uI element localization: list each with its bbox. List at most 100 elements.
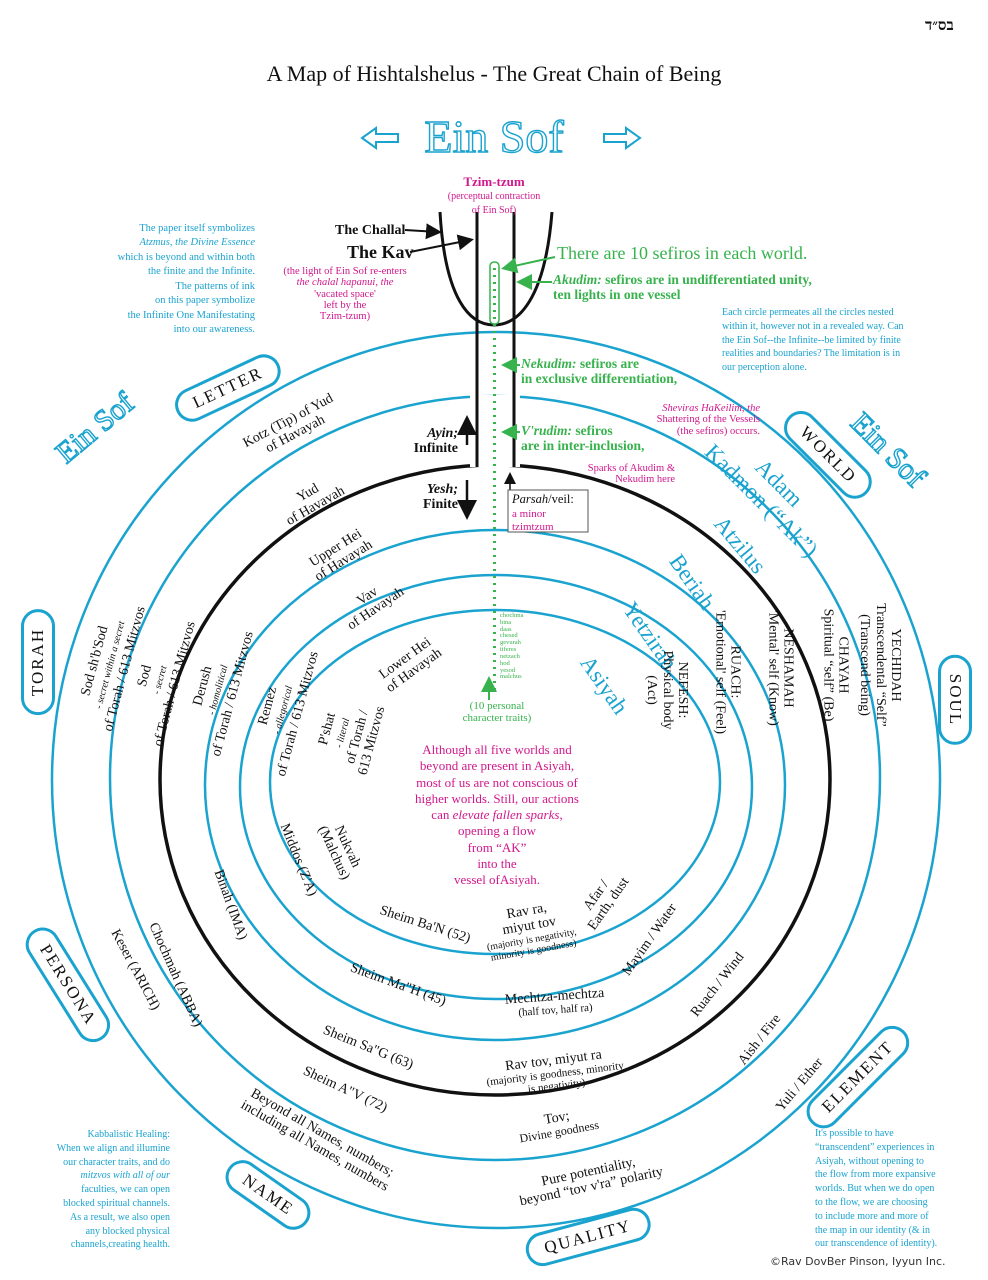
- ayin-label: Ayin;Infinite: [400, 426, 458, 456]
- akudim-note: Akudim: sefiros are in undifferentiated …: [553, 272, 812, 302]
- center-note-line: opening a flow: [458, 823, 536, 839]
- soul-text: Spiritual “self” (Be): [820, 608, 835, 722]
- trait: gevurah: [500, 639, 521, 647]
- permeates-note: Each circle permeates all the circles ne…: [722, 306, 904, 375]
- category-torah: TORAH: [21, 608, 55, 716]
- tzimtzum: Tzim-tzum (perceptual contraction of Ein…: [394, 174, 594, 217]
- parsah-text: a minor: [512, 507, 546, 520]
- soul-nefesh: NEFESH:Physical body(Act): [644, 651, 690, 730]
- ten-sefiros-arrow: [501, 256, 556, 274]
- note-line: the Ein Sof--the Infinite--be limited by…: [722, 334, 901, 346]
- traits-caption-line: (10 personal: [469, 700, 525, 712]
- sparks-line: Sparks of Akudim &: [587, 463, 675, 474]
- trait: yesod: [500, 666, 516, 674]
- ein-sof-heading: Ein Sof: [424, 111, 565, 162]
- soul-text: NEFESH:: [675, 661, 691, 719]
- note-line: realities and boundaries? The limitation…: [722, 348, 901, 360]
- vrudim-note: V'rudim: sefiros are in inter-inclusion,: [521, 423, 645, 453]
- soul-text: Transcendental “Self”: [872, 603, 888, 727]
- trait: tiferes: [500, 646, 517, 654]
- note-line: within it, however not in a revealed way…: [722, 320, 904, 332]
- soul-ruach: RUACH:'Emotional' self (Feel): [712, 609, 743, 735]
- center-note-line: most of us are not conscious of: [416, 774, 578, 790]
- kav-note: (the light of Ein Sof re-enters the chal…: [260, 266, 430, 323]
- yesh-text: Finite: [423, 497, 458, 513]
- note-line: the Infinite One Manifestating: [127, 309, 255, 321]
- sparks-note: Sparks of Akudim & Nekudim here: [540, 463, 675, 486]
- note-line: faculties, we can open: [81, 1184, 170, 1196]
- note-line: When we align and illumine: [56, 1142, 170, 1154]
- note-line: “transcendent” experiences in: [815, 1141, 935, 1153]
- trait: chochma: [500, 612, 524, 619]
- ein-sof-arrows: [360, 126, 642, 150]
- soul-text: 'Emotional' self (Feel): [712, 609, 727, 735]
- note-line: the map in our identity (& in: [815, 1224, 930, 1236]
- paper-note: The paper itself symbolizes Atzmus, the …: [80, 222, 255, 338]
- healing-note: Kabbalistic Healing: When we align and i…: [20, 1128, 170, 1252]
- center-note-line: can: [431, 807, 453, 822]
- bsd-mark: בס״ד: [925, 18, 954, 34]
- soul-text: RUACH:: [727, 645, 743, 699]
- nekudim-note: Nekudim: sefiros are in exclusive differ…: [521, 356, 678, 386]
- center-note-line: from “AK”: [467, 839, 527, 855]
- copyright: ©Rav DovBer Pinson, Iyyun Inc.: [770, 1255, 946, 1268]
- soul-text: CHAYAH: [835, 636, 851, 694]
- asiyah-center-note: Although all five worlds and beyond are …: [387, 742, 607, 888]
- sheviras-line: Sheviras HaKeilim, the: [662, 403, 760, 414]
- trait: netzach: [500, 652, 520, 660]
- note-line: into our awareness.: [173, 324, 255, 336]
- note-line: any blocked physical: [85, 1225, 170, 1237]
- parsah-term: Parsah: [512, 492, 549, 506]
- nekudim-text: sefiros are: [576, 356, 639, 371]
- tzimtzum-title: Tzim-tzum: [463, 174, 525, 189]
- trait: malchus: [500, 673, 522, 681]
- kav-note-line: 'vacated space': [314, 288, 376, 300]
- note-line: to include more and more of: [815, 1210, 929, 1222]
- vrudim-text: are in inter-inclusion,: [521, 437, 645, 453]
- kav-note-line: (the light of Ein Sof re-enters: [283, 266, 407, 277]
- soul-text: Physical body: [659, 650, 675, 730]
- tzimtzum-sub: (perceptual contraction: [447, 191, 541, 203]
- note-line: mitzvos with all of our: [80, 1170, 170, 1182]
- note-line: Kabbalistic Healing:: [87, 1129, 170, 1140]
- trait: chesed: [500, 632, 518, 640]
- note-line: channels,creating health.: [70, 1239, 170, 1251]
- parsah-text: tzimtzum: [512, 521, 554, 534]
- transcend-note: It's possible to have “transcendent” exp…: [815, 1127, 937, 1251]
- parsah-text: /veil:: [548, 492, 574, 506]
- note-line: our perception alone.: [722, 362, 807, 374]
- kav-note-line: Tzim-tzum): [319, 311, 371, 323]
- center-note-line: Although all five worlds and: [422, 742, 572, 757]
- center-note-line: higher worlds. Still, our actions: [415, 790, 579, 806]
- parsah-label: Parsah/veil: a minor tzimtzum: [512, 492, 574, 534]
- note-line: Asiyah, without opening to: [815, 1155, 924, 1167]
- ayin-text: Infinite: [413, 441, 458, 457]
- soul-text: 'Mental' self (Know): [765, 610, 780, 726]
- ten-sefiros-note: There are 10 sefiros in each world.: [557, 243, 808, 263]
- nekudim-text: in exclusive differentiation,: [521, 370, 678, 386]
- ring-asiyah: [268, 608, 722, 956]
- note-line: worlds. But when we do open: [815, 1183, 935, 1195]
- parsah-box: [507, 489, 589, 533]
- trait: daas: [500, 625, 512, 633]
- yesh-term: Yesh;: [426, 482, 458, 497]
- note-line: to the flow, we are choosing: [815, 1196, 928, 1208]
- center-note-line: into the: [477, 855, 517, 871]
- sheviras-note: Sheviras HaKeilim, the Shattering of the…: [560, 403, 760, 437]
- challal-label: The Challal: [335, 223, 406, 238]
- akudim-term: Akudim:: [553, 272, 602, 287]
- akudim-vessel: [489, 261, 500, 325]
- note-line: It's possible to have: [815, 1128, 894, 1139]
- ayin-term: Ayin;: [427, 426, 458, 441]
- note-line: As a result, we also open: [70, 1211, 170, 1223]
- note-line: blocked spiritual channels.: [63, 1197, 170, 1209]
- page-title: A Map of Hishtalshelus - The Great Chain…: [266, 61, 722, 86]
- trait: bina: [500, 618, 512, 626]
- soul-text: YECHIDAH: [888, 628, 904, 702]
- note-line: the finite and the Infinite.: [147, 266, 255, 278]
- vrudim-text: sefiros: [572, 423, 613, 438]
- sheviras-line: Shattering of the Vessels: [656, 414, 760, 426]
